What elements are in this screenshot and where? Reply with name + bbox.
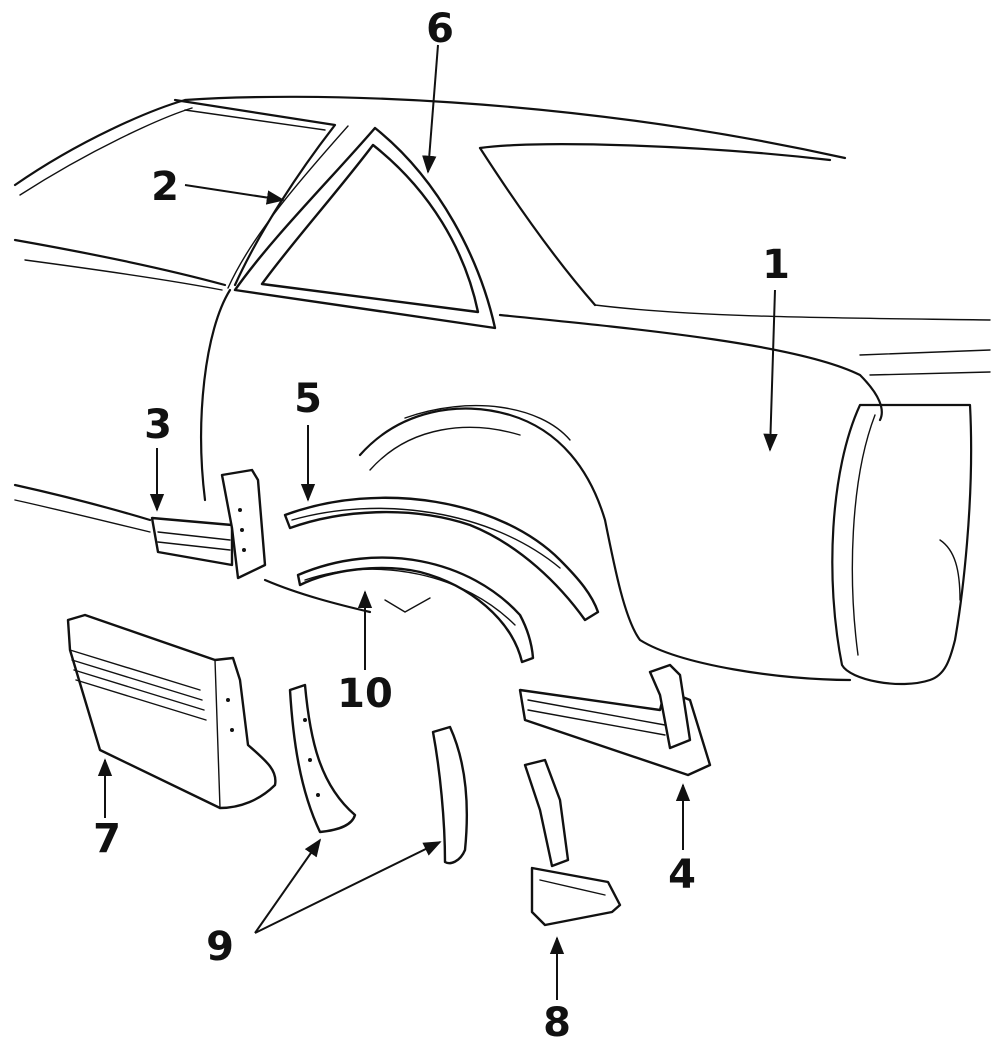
pillar-extension-moldings xyxy=(288,683,469,865)
door-lower-molding xyxy=(66,613,277,810)
callout-label-8: 8 xyxy=(543,1000,571,1046)
front-rocker-molding xyxy=(150,468,267,580)
arrow-6 xyxy=(422,44,439,174)
callout-label-3: 3 xyxy=(144,402,172,448)
callout-label-4: 4 xyxy=(668,852,696,898)
arrow-9b xyxy=(254,841,442,934)
arrow-2 xyxy=(184,184,285,205)
callout-label-6: 6 xyxy=(426,6,454,52)
callout-label-2: 2 xyxy=(151,164,179,210)
callout-labels: 1 2 3 4 5 6 7 8 9 10 xyxy=(93,6,790,1046)
callout-label-9: 9 xyxy=(206,924,234,970)
rear-glass xyxy=(173,98,337,287)
callout-label-5: 5 xyxy=(294,376,322,422)
callout-arrows xyxy=(97,44,778,1000)
wheel-opening-moldings xyxy=(283,496,600,664)
arrow-9a xyxy=(254,838,322,934)
car-body-outline xyxy=(13,95,991,686)
arrow-1 xyxy=(763,289,778,452)
callout-label-1: 1 xyxy=(762,242,790,288)
rear-rocker-molding xyxy=(518,663,712,777)
quarter-window-assembly xyxy=(227,125,497,330)
callout-label-10: 10 xyxy=(337,671,393,717)
callout-label-7: 7 xyxy=(93,816,121,862)
lower-bracket xyxy=(523,758,622,927)
